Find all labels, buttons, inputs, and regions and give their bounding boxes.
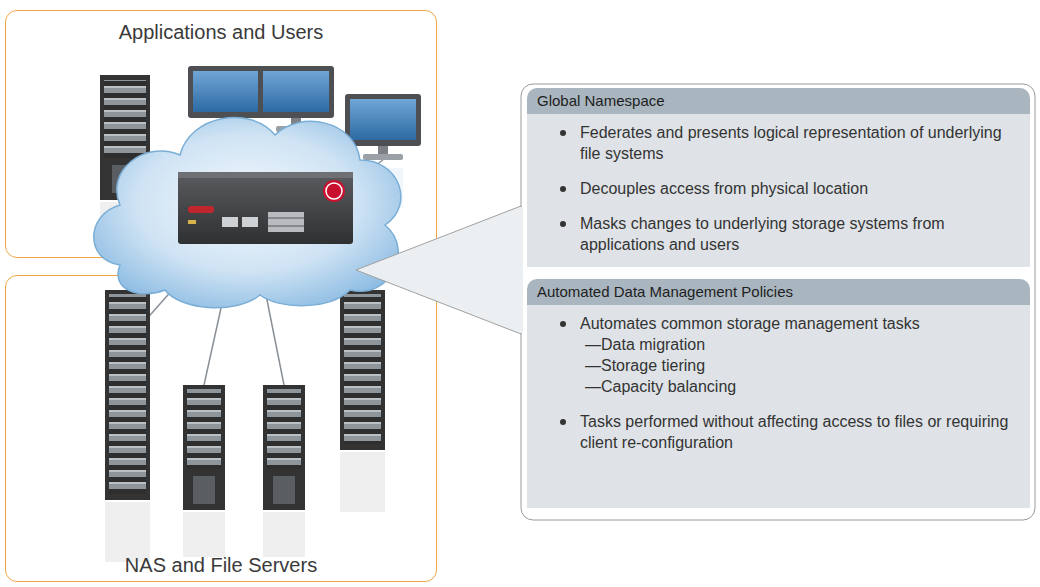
- bullet-dot: [560, 186, 566, 192]
- bullet-item: Decouples access from physical location: [527, 178, 1016, 199]
- region-box: Applications and Users: [5, 10, 437, 258]
- item-text: —Data migration: [585, 336, 705, 353]
- header-text: Global Namespace: [537, 92, 665, 109]
- bullet-item: Tasks performed without affecting access…: [527, 411, 1016, 453]
- section-header: Automated Data Management Policies: [527, 279, 1030, 305]
- item-text: —Capacity balancing: [585, 378, 736, 395]
- header-text: Automated Data Management Policies: [537, 283, 793, 300]
- item-text: —Storage tiering: [585, 357, 705, 374]
- region-title: Applications and Users: [6, 21, 436, 44]
- callout-section: Global NamespaceFederates and presents l…: [527, 88, 1030, 267]
- bullet-dot: [560, 221, 566, 227]
- callout-section: Automated Data Management PoliciesAutoma…: [527, 279, 1030, 508]
- sub-item: —Data migration: [527, 334, 1016, 355]
- sub-item: —Storage tiering: [527, 355, 1016, 376]
- section-body: Automates common storage management task…: [527, 305, 1030, 508]
- item-text: Automates common storage management task…: [580, 315, 920, 332]
- bullet-item: Masks changes to underlying storage syst…: [527, 213, 1016, 255]
- bullet-dot: [560, 419, 566, 425]
- bullet-dot: [560, 321, 566, 327]
- section-body: Federates and presents logical represent…: [527, 114, 1030, 267]
- item-text: Decouples access from physical location: [580, 180, 868, 197]
- item-text: Masks changes to underlying storage syst…: [580, 215, 945, 253]
- region-title: NAS and File Servers: [6, 554, 436, 577]
- bullet-dot: [560, 130, 566, 136]
- item-text: Federates and presents logical represent…: [580, 124, 1002, 162]
- section-header: Global Namespace: [527, 88, 1030, 114]
- sub-item: —Capacity balancing: [527, 376, 1016, 397]
- item-text: Tasks performed without affecting access…: [580, 413, 1008, 451]
- bullet-item: Automates common storage management task…: [527, 313, 1016, 334]
- region-box: NAS and File Servers: [5, 275, 437, 582]
- bullet-item: Federates and presents logical represent…: [527, 122, 1016, 164]
